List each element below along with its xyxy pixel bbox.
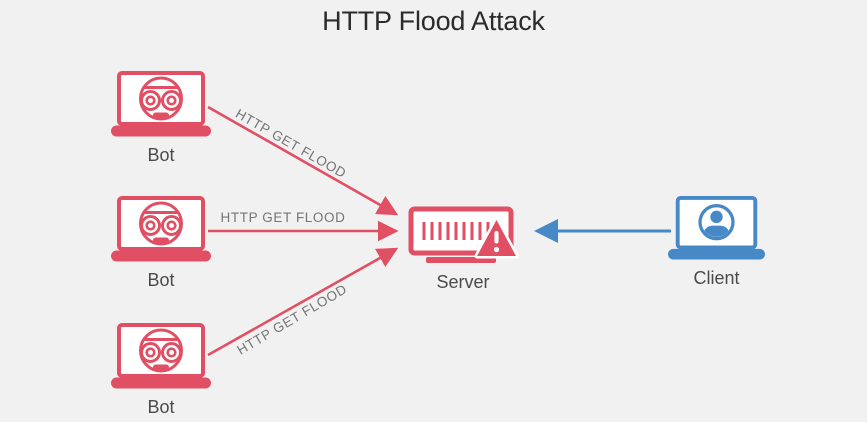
server-label: Server bbox=[436, 272, 490, 292]
client-node: Client bbox=[668, 196, 765, 289]
attack-arrow-top bbox=[207, 105, 399, 216]
client-laptop-icon bbox=[668, 196, 765, 260]
bot-node-1: Bot bbox=[109, 71, 213, 166]
bot-label: Bot bbox=[147, 145, 175, 165]
bot-laptop-icon bbox=[109, 323, 213, 391]
bot-label: Bot bbox=[147, 397, 175, 417]
diagram-title: HTTP Flood Attack bbox=[322, 6, 545, 36]
client-label: Client bbox=[693, 268, 740, 288]
attack-arrow-bottom bbox=[207, 247, 399, 357]
server-warning-icon bbox=[408, 206, 519, 263]
bot-node-2: Bot bbox=[109, 196, 213, 291]
server-node: Server bbox=[408, 206, 519, 293]
bot-laptop-icon bbox=[109, 196, 213, 264]
attack-arrow-label-middle: HTTP GET FLOOD bbox=[220, 210, 346, 225]
bot-node-3: Bot bbox=[109, 323, 213, 418]
bot-laptop-icon bbox=[109, 71, 213, 139]
bot-label: Bot bbox=[147, 270, 175, 290]
warning-triangle-icon bbox=[474, 217, 519, 259]
